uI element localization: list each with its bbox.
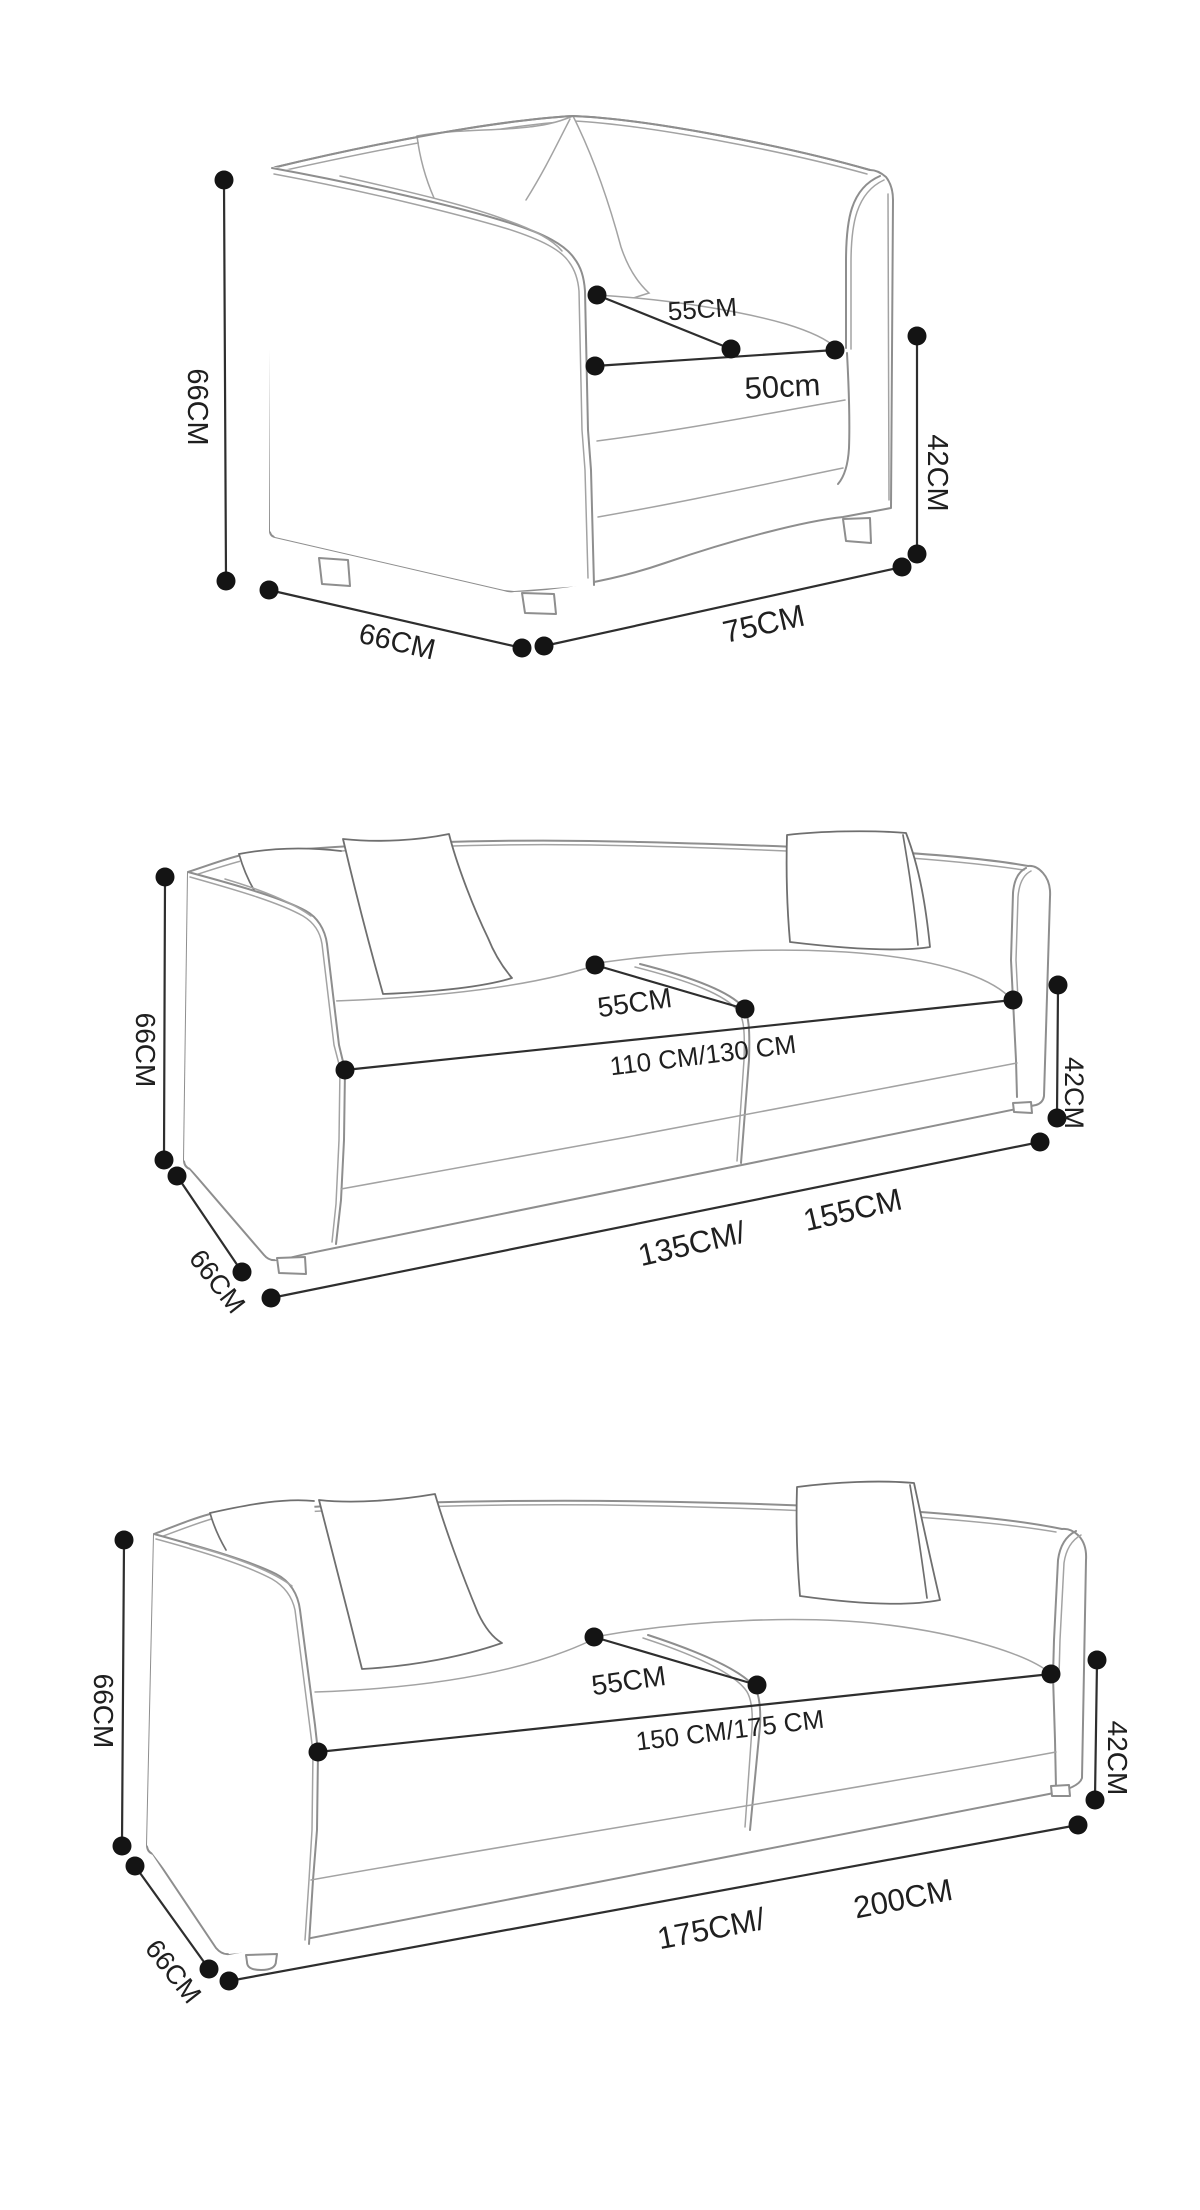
svg-text:42CM: 42CM: [1102, 1721, 1133, 1796]
svg-text:55CM: 55CM: [667, 292, 738, 327]
svg-text:66CM: 66CM: [130, 1013, 161, 1088]
svg-text:66CM: 66CM: [88, 1674, 119, 1749]
svg-text:50cm: 50cm: [744, 367, 822, 406]
svg-text:42CM: 42CM: [921, 434, 953, 511]
svg-text:42CM: 42CM: [1059, 1057, 1089, 1129]
svg-text:66CM: 66CM: [181, 368, 213, 445]
